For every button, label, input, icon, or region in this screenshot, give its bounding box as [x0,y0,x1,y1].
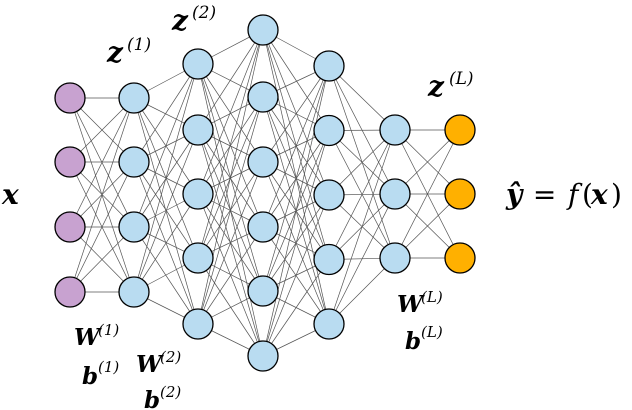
b2-symbol: b [144,387,160,410]
hidden-5-neuron-2 [379,178,411,210]
close-paren: ) [611,178,622,211]
layer-1-weights-label: W (1) [74,321,119,351]
hidden-3-neuron-5 [247,275,279,307]
edge-hidden-1-4-to-hidden-2-2 [133,129,199,293]
output-layer-label: z (L) [427,69,474,103]
zL-superscript: (L) [449,69,474,89]
b2-superscript: (2) [160,383,181,401]
hidden-1-neuron-3 [118,211,150,243]
neurons [54,14,476,372]
edge-hidden-1-3-to-hidden-2-5 [133,226,199,325]
edge-input-4-to-hidden-1-1 [69,97,135,293]
edge-hidden-2-3-to-hidden-3-1 [197,29,264,195]
layer-1-bias-label: b (1) [82,358,119,390]
b1-superscript: (1) [98,358,119,376]
edge-hidden-3-6-to-hidden-4-2 [262,130,330,357]
W2-symbol: W [136,351,164,378]
z1-symbol: z [106,36,124,69]
edge-hidden-3-3-to-hidden-4-1 [262,65,330,163]
edge-hidden-3-6-to-hidden-4-4 [262,259,330,357]
layer-L-bias-label: b (L) [405,323,443,355]
output-equation: ŷ = f ( x ) [505,178,622,211]
input-neuron-3 [54,211,86,243]
hidden-4-neuron-1 [313,50,345,82]
edge-hidden-2-5-to-hidden-3-2 [197,96,264,325]
open-paren: ( [582,178,593,211]
edge-hidden-2-5-to-hidden-3-3 [197,161,264,325]
input-neuron-2 [54,146,86,178]
edge-hidden-1-4-to-hidden-2-1 [133,63,199,293]
hidden-1-neuron-4 [118,276,150,308]
edge-hidden-2-5-to-hidden-3-1 [197,29,264,325]
b1-symbol: b [82,363,98,390]
edge-hidden-1-3-to-hidden-2-1 [133,63,199,228]
edge-hidden-4-5-to-hidden-5-1 [328,129,396,325]
W1-superscript: (1) [98,321,119,339]
edge-hidden-2-3-to-hidden-3-2 [197,96,264,195]
edge-hidden-3-4-to-hidden-4-1 [262,65,330,228]
hidden-2-neuron-1 [182,48,214,80]
layer-L-weights-label: W (L) [397,288,443,318]
bL-superscript: (L) [421,323,443,341]
input-label: x [1,178,19,211]
hidden-5-neuron-1 [379,114,411,146]
z2-superscript: (2) [192,3,216,23]
hidden-3-neuron-3 [247,146,279,178]
edge-hidden-2-4-to-hidden-3-6 [197,257,264,357]
yhat-symbol: ŷ [505,178,524,211]
output-x-symbol: x [590,178,608,211]
zL-symbol: z [427,70,445,103]
W2-superscript: (2) [160,348,181,366]
input-neuron-4 [54,276,86,308]
z2-symbol: z [171,4,189,37]
bL-symbol: b [405,328,421,355]
edge-hidden-3-5-to-hidden-4-1 [262,65,330,292]
hidden-3-neuron-2 [247,81,279,113]
edge-input-4-to-hidden-1-2 [69,161,135,293]
hidden-5-neuron-3 [379,242,411,274]
edge-hidden-4-4-to-hidden-5-1 [328,129,396,260]
edge-hidden-2-5-to-hidden-3-4 [197,226,264,325]
output-neuron-1 [444,114,476,146]
edge-hidden-2-2-to-hidden-3-1 [197,29,264,131]
hidden-2-neuron-2 [182,114,214,146]
layer-2-bias-label: b (2) [144,383,181,410]
z1-superscript: (1) [127,35,151,55]
hidden-4-neuron-2 [313,114,345,147]
edge-hidden-4-5-to-hidden-5-2 [328,193,396,325]
hidden-4-neuron-4 [313,243,345,276]
edge-hidden-2-1-to-hidden-3-3 [197,63,264,163]
edge-hidden-3-6-to-hidden-4-3 [262,194,330,357]
WL-symbol: W [397,291,425,318]
hidden-4-neuron-3 [313,179,345,211]
layer-2-weights-label: W (2) [136,348,181,378]
output-neuron-3 [444,242,476,274]
function-f: f [566,178,583,211]
hidden-layer-1-label: z (1) [106,35,151,69]
hidden-2-neuron-4 [182,242,214,274]
hidden-1-neuron-1 [118,82,150,114]
output-neuron-2 [444,178,476,210]
equals-sign: = [524,178,565,211]
hidden-2-neuron-3 [182,178,214,210]
hidden-layer-2-label: z (2) [171,3,216,37]
hidden-3-neuron-6 [247,340,279,372]
hidden-3-neuron-4 [247,211,279,243]
W1-symbol: W [74,324,102,351]
hidden-3-neuron-1 [247,14,279,46]
edge-hidden-3-6-to-hidden-4-1 [262,65,330,357]
hidden-2-neuron-5 [182,308,214,340]
edge-hidden-5-3-to-output-1 [394,129,461,259]
hidden-4-neuron-5 [313,308,345,340]
edge-hidden-1-2-to-hidden-2-4 [133,161,199,259]
edge-input-3-to-hidden-1-1 [69,97,135,228]
input-neuron-1 [54,82,86,114]
edge-hidden-2-4-to-hidden-3-1 [197,29,264,259]
WL-superscript: (L) [421,288,443,306]
edge-hidden-1-2-to-hidden-2-1 [133,63,199,163]
edge-hidden-1-4-to-hidden-2-3 [133,193,199,293]
hidden-1-neuron-2 [118,146,150,178]
